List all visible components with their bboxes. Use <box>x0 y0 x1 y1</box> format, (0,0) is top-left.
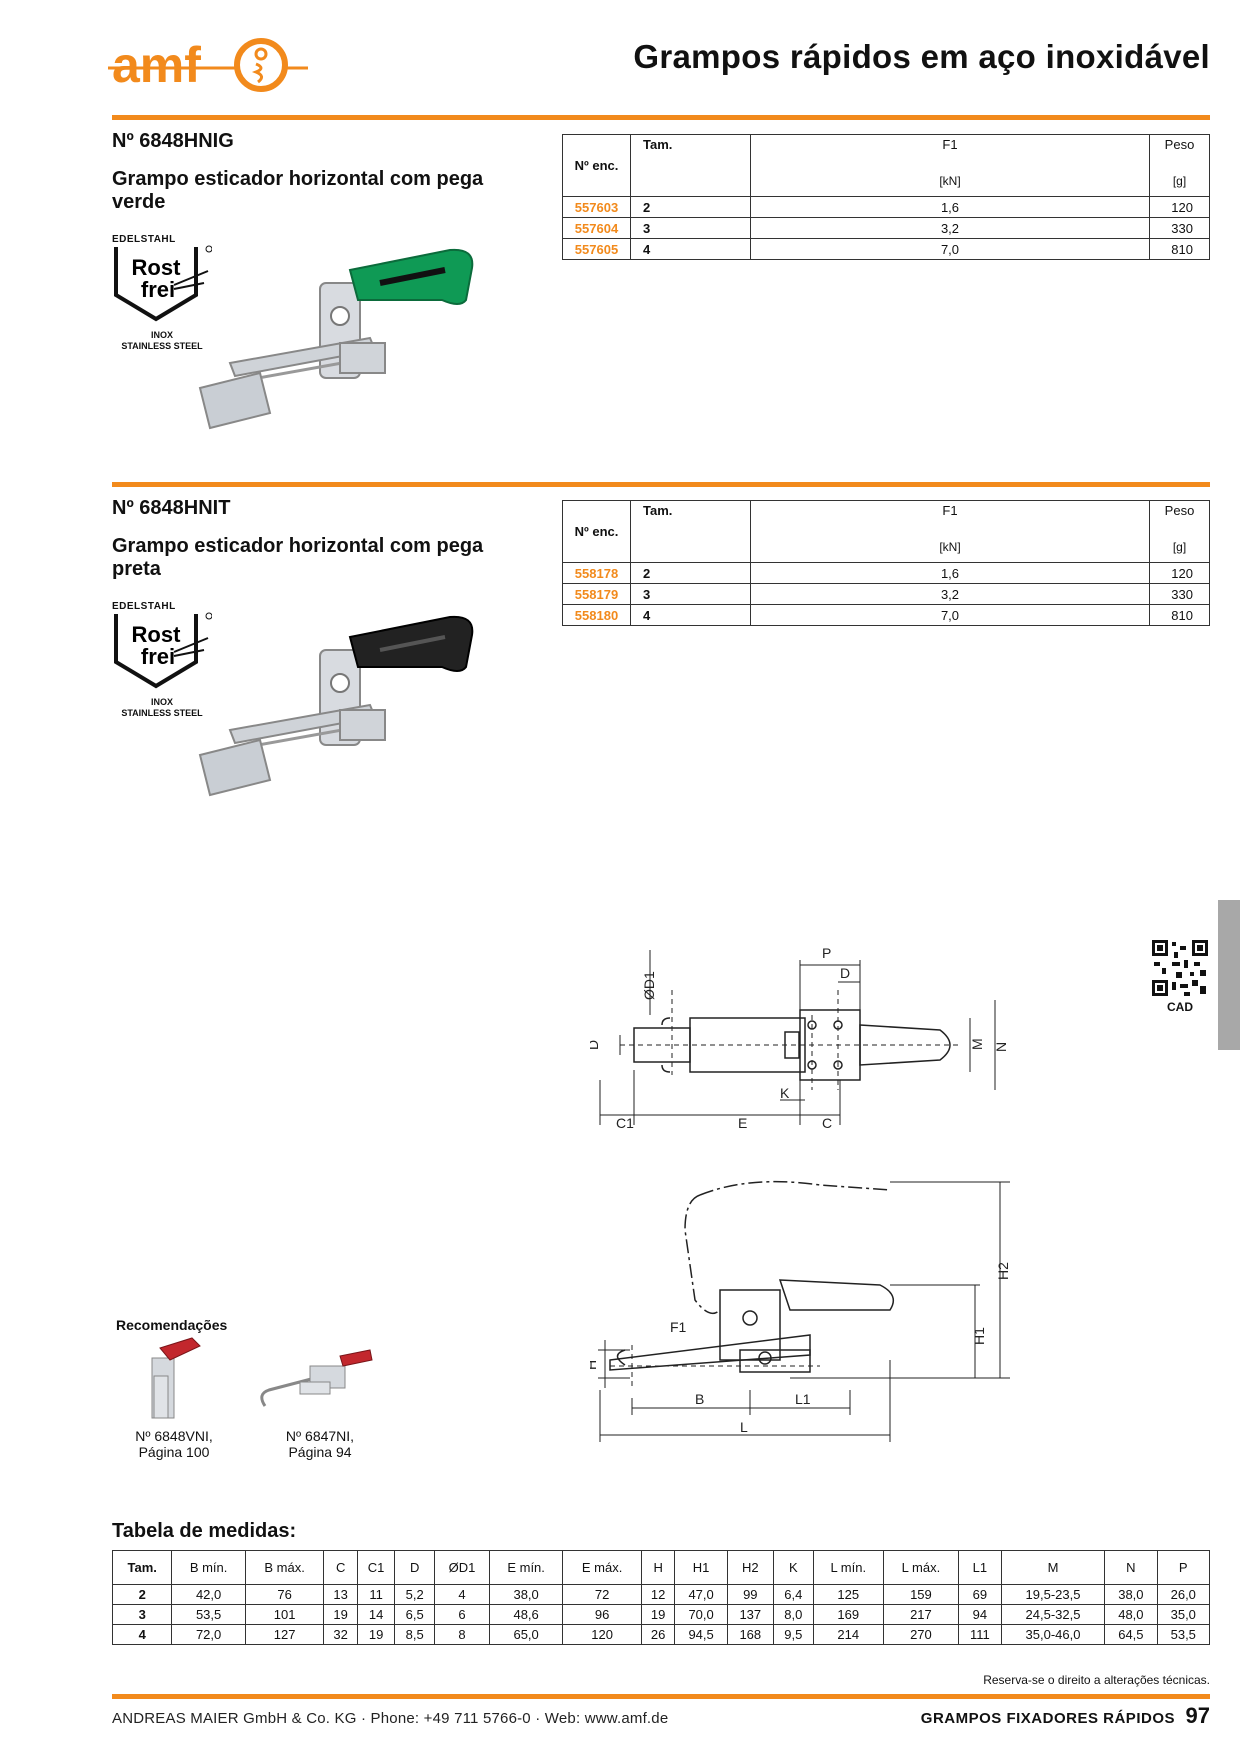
col-order-no: Nº enc. <box>562 500 631 563</box>
svg-text:frei: frei <box>141 277 175 302</box>
table-row: 557605 4 7,0 810 <box>562 238 1210 260</box>
col-weight: Peso[g] <box>1149 500 1210 563</box>
product-table-black: Nº enc. Tam. F1[kN] Peso[g] 558178 2 1,6… <box>562 500 1210 626</box>
dimension-table: Tam. B mín. B máx. C C1 D ØD1 E mín. E m… <box>111 1550 1211 1645</box>
svg-text:H2: H2 <box>995 1262 1011 1280</box>
svg-text:B: B <box>695 1391 704 1407</box>
shield-icon: Rost frei <box>114 612 213 689</box>
order-number[interactable]: 557604 <box>562 217 631 239</box>
svg-text:C: C <box>822 1115 832 1131</box>
svg-text:C1: C1 <box>616 1115 634 1131</box>
svg-text:M: M <box>969 1038 985 1050</box>
svg-text:N: N <box>993 1042 1009 1052</box>
page-number: 97 <box>1185 1703 1210 1728</box>
svg-text:E: E <box>738 1115 747 1131</box>
recommendations-title: Recomendações <box>116 1317 228 1333</box>
col-force: F1[kN] <box>750 500 1150 563</box>
page-title: Grampos rápidos em aço inoxidável <box>633 38 1210 75</box>
rec-caption[interactable]: Nº 6847NI, Página 94 <box>285 1428 355 1460</box>
order-number[interactable]: 558178 <box>562 562 631 584</box>
chapter-tab <box>1218 900 1240 1050</box>
order-number[interactable]: 558180 <box>562 604 631 626</box>
svg-text:Rost: Rost <box>132 255 182 280</box>
dimension-table-title: Tabela de medidas: <box>112 1520 297 1542</box>
col-size: Tam. <box>630 134 751 197</box>
amf-logo: amf <box>108 37 308 93</box>
svg-text:L: L <box>740 1419 748 1435</box>
product-description: Grampo esticador horizontal com pega ver… <box>112 168 484 213</box>
svg-text:Rost: Rost <box>132 622 182 647</box>
cad-label: CAD <box>1167 1000 1193 1014</box>
clamp-photo-black <box>198 615 474 797</box>
svg-text:D: D <box>840 965 850 981</box>
clamp-photo-green <box>198 248 474 430</box>
shield-icon: Rost frei <box>114 245 213 322</box>
svg-text:H1: H1 <box>971 1327 987 1345</box>
col-size: Tam. <box>630 500 751 563</box>
side-view-drawing: H2 H1 F1 H B L1 L <box>590 1180 1011 1442</box>
footer-section: GRAMPOS FIXADORES RÁPIDOS <box>920 1710 1175 1727</box>
order-number[interactable]: 557603 <box>562 196 631 218</box>
product-table-green: Nº enc. Tam. F1[kN] Peso[g] 557603 2 1,6… <box>562 134 1210 260</box>
rostfrei-badge: EDELSTAHL Rost frei INOX STAINLESS STEEL <box>112 234 213 352</box>
svg-text:P: P <box>822 945 831 961</box>
header-divider <box>112 115 1210 120</box>
col-weight: Peso[g] <box>1149 134 1210 197</box>
svg-text:H: H <box>590 1360 599 1370</box>
col-order-no: Nº enc. <box>562 134 631 197</box>
order-number[interactable]: 557605 <box>562 238 631 260</box>
table-row: 558179 3 3,2 330 <box>562 583 1210 605</box>
table-row: 558180 4 7,0 810 <box>562 604 1210 626</box>
logo-text: amf <box>112 37 201 93</box>
table-row: 558178 2 1,6 120 <box>562 562 1210 584</box>
product-number: Nº 6848HNIG <box>112 130 234 152</box>
footer-company: ANDREAS MAIER GmbH & Co. KG · Phone: +49… <box>112 1710 669 1727</box>
svg-text:K: K <box>780 1085 790 1101</box>
rec-caption[interactable]: Nº 6848VNI, Página 100 <box>135 1428 213 1460</box>
disclaimer: Reserva-se o direito a alterações técnic… <box>983 1673 1210 1687</box>
svg-text:frei: frei <box>141 644 175 669</box>
table-row: 557604 3 3,2 330 <box>562 217 1210 239</box>
rostfrei-badge: EDELSTAHL Rost frei INOX STAINLESS STEEL <box>112 601 213 719</box>
product-number: Nº 6848HNIT <box>112 497 231 519</box>
svg-text:D: D <box>590 1040 601 1050</box>
svg-text:ØD1: ØD1 <box>641 971 657 1000</box>
order-number[interactable]: 558179 <box>562 583 631 605</box>
product-description: Grampo esticador horizontal com pega pre… <box>112 535 484 580</box>
table-row: 557603 2 1,6 120 <box>562 196 1210 218</box>
svg-text:L1: L1 <box>795 1391 811 1407</box>
section-divider <box>112 482 1210 487</box>
footer-divider <box>112 1694 1210 1699</box>
rec-clamp-vertical[interactable] <box>140 1336 210 1426</box>
top-view-drawing: P D D ØD1 M N K C1 E C <box>590 945 1009 1131</box>
qr-code-icon[interactable] <box>1150 938 1210 998</box>
rec-clamp-horizontal[interactable] <box>255 1346 375 1416</box>
col-force: F1[kN] <box>750 134 1150 197</box>
svg-text:F1: F1 <box>670 1319 687 1335</box>
